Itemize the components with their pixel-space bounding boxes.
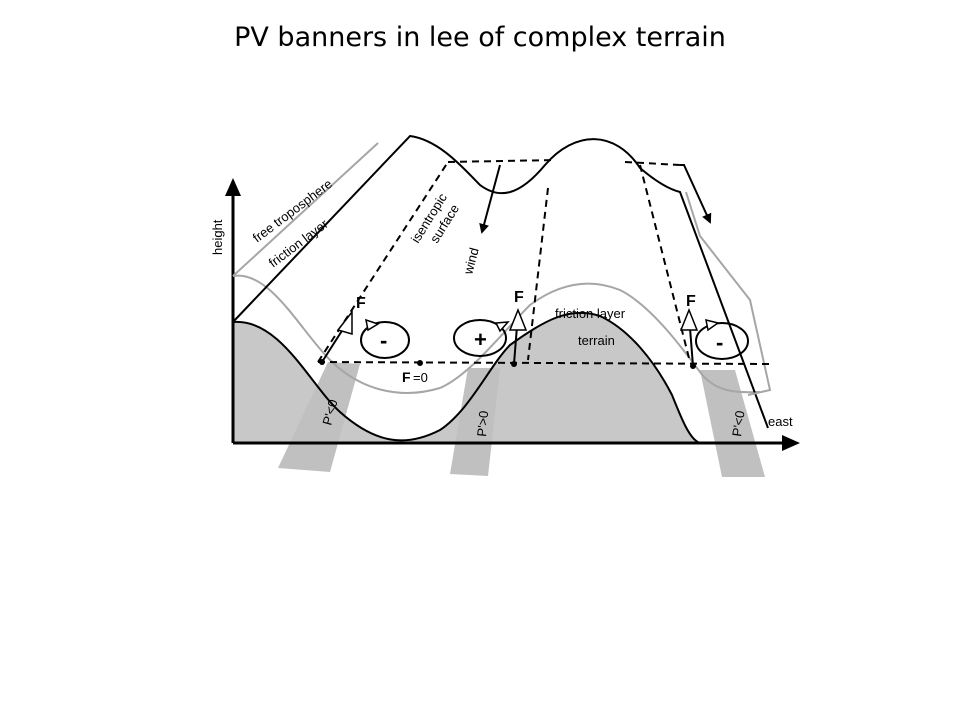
height-axis-arrowhead [225, 178, 241, 196]
surface-point-middle [511, 361, 517, 367]
circulation-loop-right-arrowhead [706, 320, 718, 330]
isentropic-surface-edge-top [448, 160, 556, 162]
east-axis-arrowhead [782, 435, 800, 451]
force-vector-left-head [338, 312, 352, 334]
wind-arrow [482, 165, 500, 232]
isentropic-surface-mid-right [640, 165, 690, 362]
zero-force-symbol: F [402, 369, 411, 385]
sign-middle: + [474, 327, 487, 352]
wind-label: wind [460, 246, 482, 277]
force-vector-right-head [681, 310, 697, 330]
surface-point-left [319, 359, 325, 365]
force-label-right: F [686, 293, 696, 310]
surface-point-zero-force [417, 360, 423, 366]
descent-arrow [680, 165, 710, 222]
circulation-loop-left-arrowhead [366, 320, 378, 330]
friction-layer-right-label: friction layer [555, 306, 626, 321]
isentropic-surface-edge-top-right [625, 162, 680, 165]
sign-left: - [380, 328, 387, 353]
force-label-left: F [356, 295, 366, 312]
free-troposphere-label: free troposphere [250, 176, 335, 245]
sign-right: - [716, 330, 723, 355]
banner-middle-label: P'>0 [474, 410, 491, 437]
surface-point-right [690, 363, 696, 369]
zero-force-value: =0 [413, 370, 428, 385]
east-axis-label: east [768, 414, 793, 429]
height-axis-label: height [210, 219, 225, 255]
force-label-middle: F [514, 289, 524, 306]
terrain-label: terrain [578, 333, 615, 348]
